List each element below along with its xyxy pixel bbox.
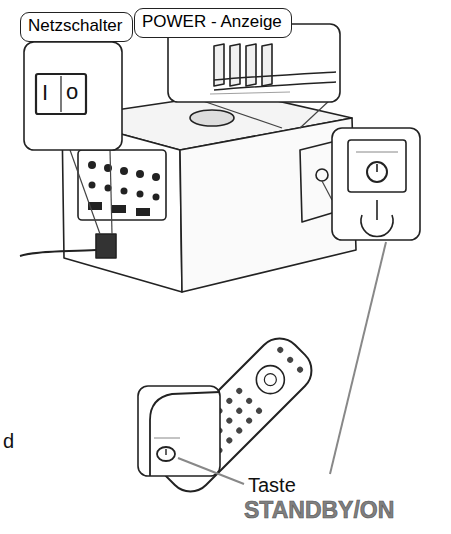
- leader-line: [330, 242, 386, 474]
- remote-standby-button: [157, 447, 175, 461]
- switch-symbol: I: [42, 81, 48, 105]
- switch-inset: [24, 42, 122, 150]
- standby-button: [367, 162, 387, 182]
- callout-box: POWER - Anzeige: [134, 8, 292, 38]
- cropped-text: d: [3, 430, 14, 452]
- lens-top: [190, 110, 234, 126]
- callout-text: POWER - Anzeige: [142, 12, 284, 32]
- leader-line: [178, 458, 244, 484]
- power-cable: [20, 250, 96, 256]
- callout-box: Netzschalter: [20, 12, 133, 42]
- power-socket: [96, 234, 116, 258]
- side-button: [316, 169, 328, 181]
- callout-text: STANDBY/ON: [244, 498, 394, 523]
- button-inset: [332, 128, 420, 240]
- projector-side: [180, 118, 356, 292]
- button-plate: [348, 140, 406, 192]
- rocker-switch: [36, 74, 86, 114]
- remote-inset: [138, 386, 220, 476]
- switch-symbol: o: [66, 80, 78, 104]
- callout-text: Netzschalter: [28, 16, 125, 36]
- callout-text: Taste: [248, 474, 296, 496]
